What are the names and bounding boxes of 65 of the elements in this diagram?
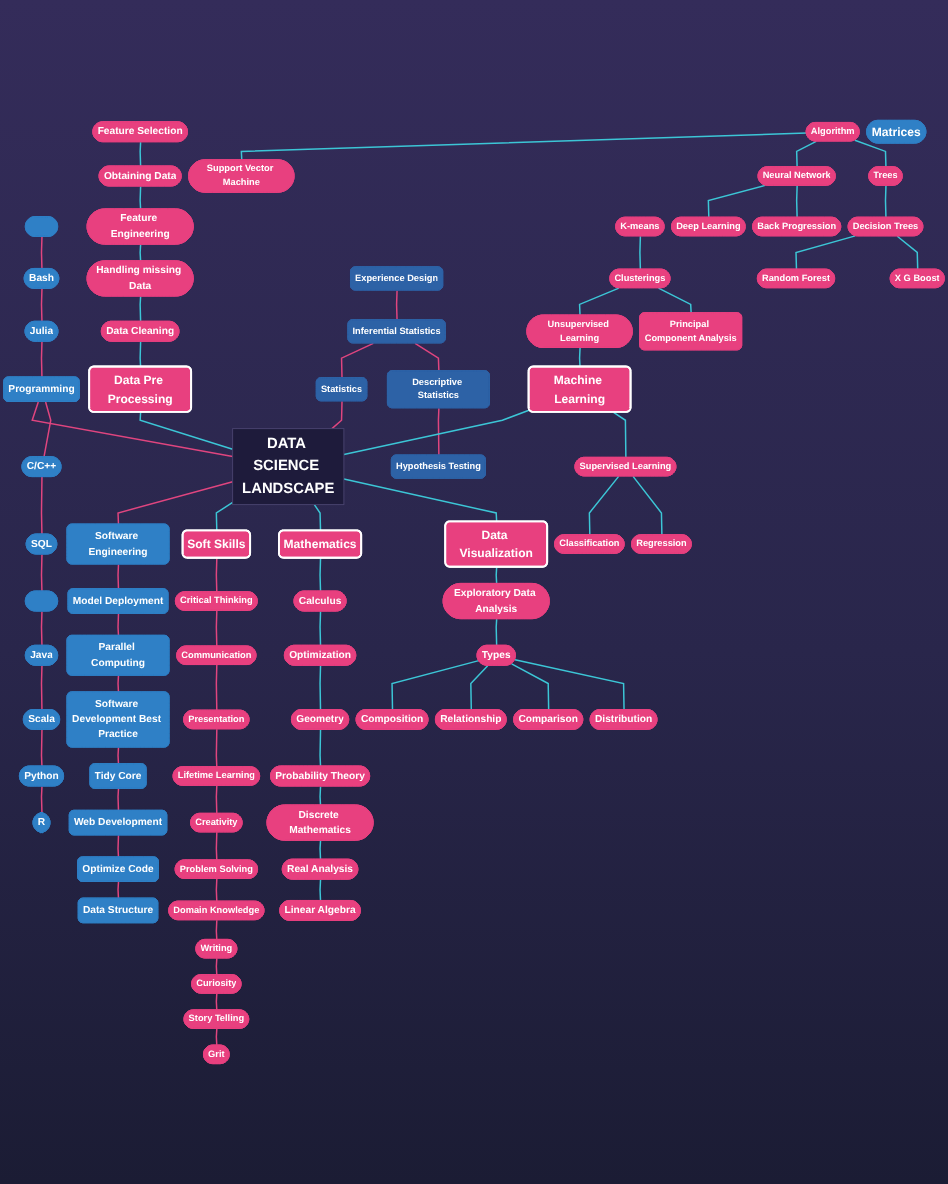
connector bbox=[437, 407, 440, 457]
connector bbox=[795, 235, 856, 271]
connector bbox=[117, 746, 120, 765]
connector bbox=[215, 728, 218, 768]
connector bbox=[657, 287, 692, 314]
connector bbox=[117, 481, 234, 526]
connector bbox=[707, 184, 766, 219]
connector bbox=[495, 618, 498, 647]
connector bbox=[117, 563, 120, 590]
connector bbox=[215, 919, 218, 941]
connector bbox=[117, 788, 120, 812]
connector bbox=[139, 295, 142, 323]
connector bbox=[639, 235, 642, 271]
connector bbox=[319, 610, 322, 647]
connector bbox=[313, 503, 322, 532]
connector bbox=[240, 132, 808, 161]
connector bbox=[795, 185, 798, 219]
connector bbox=[215, 557, 218, 593]
connector bbox=[884, 185, 887, 219]
connector bbox=[215, 664, 218, 712]
connector bbox=[319, 878, 322, 902]
connector bbox=[578, 287, 620, 317]
connector bbox=[343, 478, 498, 523]
connector bbox=[896, 235, 919, 271]
connector bbox=[340, 342, 375, 379]
connector bbox=[319, 557, 322, 593]
connector bbox=[40, 664, 43, 711]
connector bbox=[612, 411, 627, 459]
connector bbox=[139, 141, 142, 168]
connector bbox=[215, 878, 218, 903]
connector bbox=[215, 785, 218, 815]
connector bbox=[319, 664, 322, 711]
connector bbox=[139, 185, 142, 211]
connector bbox=[40, 729, 43, 768]
connector bbox=[343, 409, 531, 456]
connector bbox=[117, 881, 120, 900]
connector bbox=[215, 610, 218, 648]
connector bbox=[40, 610, 43, 647]
connector bbox=[215, 831, 218, 862]
connector bbox=[632, 475, 663, 536]
connector bbox=[117, 834, 120, 859]
connector bbox=[40, 288, 43, 323]
connector bbox=[395, 289, 398, 321]
connector bbox=[391, 659, 480, 711]
connector bbox=[319, 785, 322, 807]
connector bbox=[117, 674, 120, 694]
connector bbox=[31, 401, 234, 458]
connector bbox=[588, 475, 620, 536]
connector bbox=[40, 340, 43, 379]
connector bbox=[514, 659, 625, 711]
connector bbox=[43, 401, 52, 458]
connector bbox=[578, 347, 581, 368]
connector bbox=[139, 340, 142, 368]
connector bbox=[319, 729, 322, 768]
connector bbox=[40, 553, 43, 593]
connector bbox=[40, 785, 43, 814]
connector bbox=[40, 476, 43, 536]
connector bbox=[470, 664, 489, 711]
connector bbox=[331, 400, 343, 430]
connector bbox=[139, 411, 234, 450]
connector bbox=[319, 839, 322, 861]
connector bbox=[854, 139, 887, 168]
connector bbox=[40, 236, 43, 270]
connector bbox=[414, 342, 440, 372]
connector bbox=[117, 613, 120, 637]
